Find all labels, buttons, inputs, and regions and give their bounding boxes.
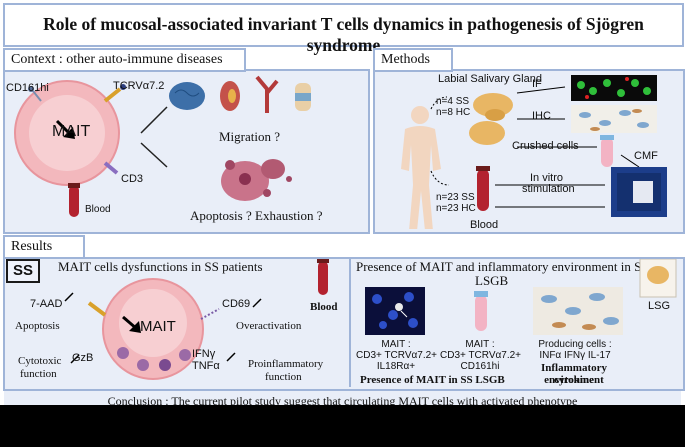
tcr-receptor-icon (87, 301, 107, 317)
n-ss-blood: n=23 SS (436, 192, 475, 203)
if-mait-image (365, 287, 425, 335)
blood-tube-icon (317, 259, 329, 295)
arrow-up-icon (64, 292, 74, 302)
inflam-label-2: environment (544, 374, 604, 386)
arrow-up-icon (252, 298, 262, 308)
blood-tube-icon (476, 166, 490, 211)
lsg-badge-label: LSG (648, 300, 671, 312)
ihc-cytokine-image (533, 287, 623, 335)
lsg-gland-icon (639, 259, 677, 298)
title-box: Role of mucosal-associated invariant T c… (3, 3, 684, 55)
sample-tube-icon (600, 135, 614, 167)
migration-label: Migration ? (219, 129, 281, 144)
crushed-label: Crushed cells (512, 140, 579, 152)
black-overlay (0, 405, 685, 447)
tcr-receptor-icon (103, 84, 126, 103)
person-figure (401, 106, 441, 229)
producing-a: Producing cells : (538, 339, 612, 350)
tcr-label: TCRVα7.2 (113, 80, 165, 92)
overactivation-label: Overactivation (236, 320, 302, 332)
invitro-label: In vitro (530, 172, 564, 184)
n-hc-lsg: n=8 HC (436, 107, 471, 118)
arrow-down-right-icon (140, 142, 168, 168)
cd69-receptor-icon (200, 308, 220, 320)
cd161-label: CD161hi (6, 82, 49, 94)
ifn-label: IFNγ (192, 348, 216, 360)
producing-b: INFα IFNγ IL-17 (539, 350, 611, 361)
cd161-receptor (28, 86, 42, 102)
arrow-if (516, 86, 566, 94)
mait2-a: MAIT : (465, 339, 495, 350)
context-illustration (14, 75, 311, 217)
mait-cell-large (102, 278, 204, 380)
page-title: Role of mucosal-associated invariant T c… (43, 14, 644, 55)
kidney-icon (220, 81, 240, 111)
right-title-2: LSGB (475, 273, 509, 288)
presence-label: Presence of MAIT in SS LSGB (360, 374, 505, 386)
salivary-gland-icon (469, 93, 513, 145)
mait2-b: CD3+ TCRVα7.2+ (440, 350, 522, 361)
apoptosis-exhaustion-label: Apoptosis ? Exhaustion ? (190, 208, 323, 223)
cytotoxic-label: Cytotoxic (18, 355, 62, 367)
results-illustration (64, 259, 329, 380)
mait1-b: CD3+ TCRVα7.2+ (356, 350, 438, 361)
methods-heading: Methods (373, 48, 453, 72)
results-heading: Results (3, 235, 85, 259)
cytotoxic-function-label: function (20, 368, 57, 380)
flow-cytometer-icon (611, 167, 667, 217)
methods-blood-label: Blood (470, 219, 499, 231)
results-mait-label: MAIT (140, 318, 176, 335)
sample-tube-icon (474, 291, 488, 331)
results-blood-label: Blood (310, 301, 338, 313)
mait2-c: CD161hi (460, 361, 500, 372)
arrow-up-icon (70, 354, 80, 364)
ihc-label: IHC (532, 110, 551, 122)
results-right-illustration (365, 259, 677, 335)
blood-label: Blood (85, 204, 111, 215)
cd3-receptor-icon (103, 161, 119, 175)
arrow-up-icon (226, 352, 236, 362)
if-image (571, 75, 657, 101)
ss-badge: SS (6, 259, 40, 283)
arrow-up-icon (140, 106, 168, 134)
tnf-label: TNFα (192, 360, 220, 372)
proinflam-label: Proinflammatory (248, 358, 324, 370)
arrow-head-icon (63, 127, 75, 139)
methods-illustration (401, 75, 667, 229)
apoptosis-label: Apoptosis (15, 320, 60, 332)
blood-tube-icon (68, 183, 80, 217)
blood-vessel-icon (255, 75, 279, 113)
results-subtitle: MAIT cells dysfunctions in SS patients (58, 259, 263, 274)
conclusion-bar: Conclusion : The current pilot study sug… (4, 391, 681, 405)
if-label: IF (532, 78, 542, 90)
context-heading: Context : other auto-immune diseases (3, 48, 246, 72)
joint-icon (295, 83, 311, 111)
proinflam-function-label: function (265, 371, 302, 383)
cmf-label: CMF (634, 150, 658, 162)
mait1-a: MAIT : (381, 339, 411, 350)
stimulation-label: stimulation (522, 183, 575, 195)
right-title-1: Presence of MAIT and inflammatory enviro… (356, 259, 649, 274)
apoptotic-cells-icon (221, 159, 292, 201)
arrow-to-cmf (620, 154, 640, 168)
gzb-label: GzB (72, 352, 94, 364)
results-divider (349, 257, 351, 387)
mait1-c: IL18Rα+ (376, 361, 416, 372)
n-hc-blood: n=23 HC (436, 203, 476, 214)
mait-label: MAIT (52, 123, 91, 140)
lsg-label: Labial Salivary Gland (438, 73, 542, 85)
ihc-image (571, 105, 657, 133)
n-ss-lsg: n=4 SS (436, 96, 470, 107)
brain-icon (169, 82, 205, 110)
aad-label: 7-AAD (30, 298, 63, 310)
cd3-label: CD3 (121, 173, 144, 185)
cd69-label: CD69 (222, 298, 251, 310)
conclusion-text: Conclusion : The current pilot study sug… (107, 394, 578, 405)
inflam-label-1: Inflammatory cytokine (541, 362, 607, 386)
